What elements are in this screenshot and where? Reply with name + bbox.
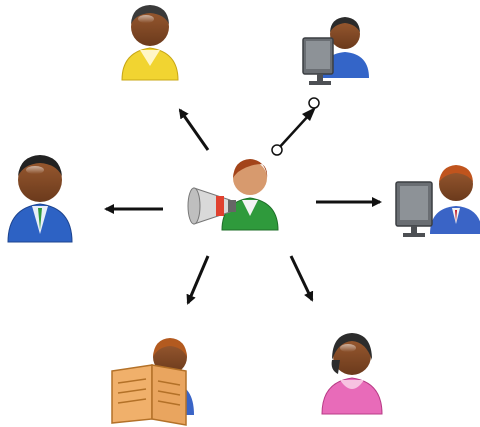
arrow-to-top	[178, 108, 210, 151]
person-at-computer-icon	[395, 165, 480, 237]
person-blue-suit-icon	[7, 155, 73, 243]
arrows	[104, 97, 382, 305]
arrow-to-bottom-left	[186, 255, 210, 305]
person-pink-icon	[321, 333, 383, 415]
arrow-to-top-right	[271, 97, 320, 156]
person-yellow-icon	[121, 5, 179, 81]
newspaper-icon	[111, 364, 187, 426]
person-with-megaphone-icon	[187, 159, 279, 231]
person-at-computer-icon	[302, 17, 369, 85]
arrow-end-handle[interactable]	[308, 97, 320, 109]
person-reading-newspaper-icon	[111, 338, 194, 426]
computer-monitor-icon	[395, 181, 433, 237]
computer-monitor-icon	[302, 37, 334, 85]
megaphone-icon	[187, 187, 236, 225]
arrow-start-handle[interactable]	[271, 144, 283, 156]
arrow-to-bottom-right	[289, 255, 314, 302]
